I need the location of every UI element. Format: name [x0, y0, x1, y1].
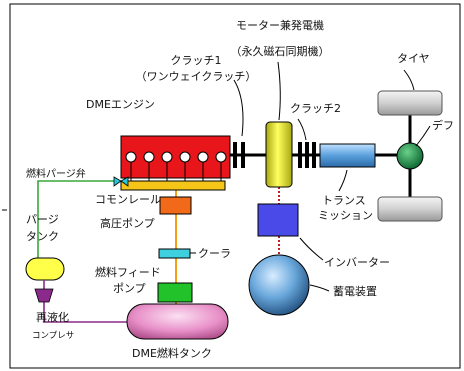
purge-valve-icon	[113, 176, 122, 187]
high-pressure-pump-label: 高圧ポンプ	[100, 216, 155, 230]
diff-label: デフ	[432, 118, 454, 132]
reliquefaction-label: 再液化	[36, 310, 69, 324]
engine-injectors	[125, 151, 227, 183]
cooler-label: クーラ	[198, 247, 231, 260]
dme-fuel-tank-label: DME燃料タンク	[132, 346, 212, 360]
clutch1-leader	[233, 79, 244, 137]
reliquefaction-compressor	[34, 288, 54, 303]
transmission-leader	[338, 169, 348, 192]
cooler	[158, 248, 191, 259]
clutch2-leader	[297, 118, 307, 141]
transmission-sublabel: ミッション	[318, 209, 373, 222]
high-pressure-pump	[159, 196, 192, 215]
purge-line-green	[37, 180, 117, 263]
inverter-label: インバーター	[324, 256, 390, 269]
motor-leader	[277, 61, 281, 121]
frame	[9, 3, 461, 369]
clutch1-sublabel: （ワンウェイクラッチ）	[136, 70, 257, 83]
common-rail-label: コモンレール	[95, 193, 161, 206]
dme-fuel-tank	[126, 303, 229, 340]
feed-pump-label: 燃料フィード	[95, 265, 161, 279]
motor-generator-label: モーター兼発電機	[236, 18, 324, 32]
feed-pump-sublabel: ポンプ	[113, 282, 146, 295]
fuel-feed-pump	[157, 282, 193, 303]
return-line-purple	[43, 300, 127, 323]
battery-leader	[309, 284, 330, 292]
purge-valve-label: 燃料パージ弁	[26, 167, 86, 180]
transmission-label: トランス	[322, 194, 366, 207]
tire-label: タイヤ	[397, 52, 430, 65]
dme-engine-label: DMEエンジン	[86, 98, 155, 111]
motor-generator-sublabel: （永久磁石同期機）	[231, 44, 330, 58]
battery-label: 蓄電装置	[333, 285, 377, 298]
motor-generator	[265, 121, 293, 188]
diff-leader	[415, 125, 431, 147]
inverter	[257, 203, 299, 237]
differential	[396, 142, 424, 170]
tire-top	[377, 90, 443, 116]
inverter-leader	[299, 237, 324, 261]
clutch-1	[233, 142, 245, 168]
purge-tank	[25, 257, 65, 281]
dme-engine-block	[120, 135, 231, 179]
clutch2-label: クラッチ2	[290, 102, 341, 115]
tire-bottom	[377, 196, 443, 222]
purge-tank-sublabel: タンク	[26, 230, 59, 243]
common-rail	[120, 180, 226, 191]
reliquefaction-sublabel: コンプレサ	[32, 331, 74, 341]
transmission	[319, 143, 376, 168]
purge-tank-label: パージ	[26, 213, 59, 226]
clutch-2	[298, 142, 316, 168]
battery	[248, 254, 310, 316]
tire-leader	[403, 69, 415, 91]
clutch1-label: クラッチ1	[171, 54, 222, 67]
